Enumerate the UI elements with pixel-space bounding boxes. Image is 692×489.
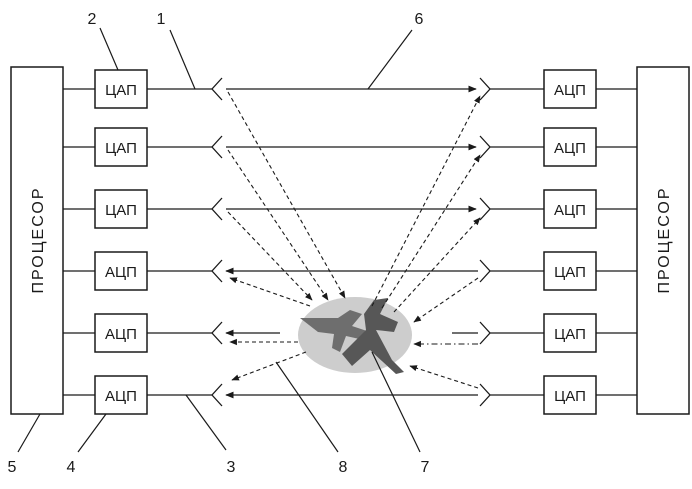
left-block-6-label: АЦП — [105, 388, 137, 405]
left-row-5: АЦП — [63, 313, 223, 353]
callouts: 1 2 3 4 5 6 7 8 — [8, 11, 430, 476]
right-block-4-label: ЦАП — [554, 264, 586, 281]
left-row-1: ЦАП — [63, 69, 223, 109]
left-processor: ПРОЦЕСОР — [10, 66, 64, 415]
left-block-2-label: ЦАП — [105, 140, 137, 157]
right-processor-label: ПРОЦЕСОР — [656, 186, 673, 293]
left-antenna-5 — [211, 321, 223, 345]
callout-8: 8 — [339, 459, 348, 476]
left-antenna-2 — [211, 135, 223, 159]
left-antenna-6 — [211, 383, 223, 407]
target — [298, 297, 412, 374]
left-row-6: АЦП — [63, 375, 223, 415]
right-row-4: ЦАП — [479, 251, 637, 291]
right-antenna-1 — [479, 77, 491, 101]
right-antenna-5 — [479, 321, 491, 345]
left-antenna-3 — [211, 197, 223, 221]
scattered-paths — [227, 91, 481, 389]
aircraft-icon — [300, 298, 404, 374]
left-block-1-label: ЦАП — [105, 82, 137, 99]
right-block-6-label: ЦАП — [554, 388, 586, 405]
right-row-5: ЦАП — [479, 313, 637, 353]
right-row-6: ЦАП — [479, 375, 637, 415]
left-processor-label: ПРОЦЕСОР — [30, 186, 47, 293]
callout-6: 6 — [415, 11, 424, 28]
callout-2: 2 — [88, 11, 97, 28]
callout-4: 4 — [67, 459, 76, 476]
right-block-3-label: АЦП — [554, 202, 586, 219]
left-row-2: ЦАП — [63, 127, 223, 167]
callout-1: 1 — [157, 11, 166, 28]
left-antenna-1 — [211, 77, 223, 101]
left-block-5-label: АЦП — [105, 326, 137, 343]
right-antenna-4 — [479, 259, 491, 283]
left-block-4-label: АЦП — [105, 264, 137, 281]
right-row-1: АЦП — [479, 69, 637, 109]
right-row-3: АЦП — [479, 189, 637, 229]
right-antenna-6 — [479, 383, 491, 407]
right-block-5-label: ЦАП — [554, 326, 586, 343]
callout-3: 3 — [227, 459, 236, 476]
left-row-4: АЦП — [63, 251, 223, 291]
right-antenna-2 — [479, 135, 491, 159]
left-row-3: ЦАП — [63, 189, 223, 229]
right-block-1-label: АЦП — [554, 82, 586, 99]
callout-5: 5 — [8, 459, 17, 476]
left-antenna-4 — [211, 259, 223, 283]
right-row-2: АЦП — [479, 127, 637, 167]
right-processor: ПРОЦЕСОР — [636, 66, 690, 415]
right-block-2-label: АЦП — [554, 140, 586, 157]
right-antenna-3 — [479, 197, 491, 221]
left-block-3-label: ЦАП — [105, 202, 137, 219]
callout-7: 7 — [421, 459, 430, 476]
